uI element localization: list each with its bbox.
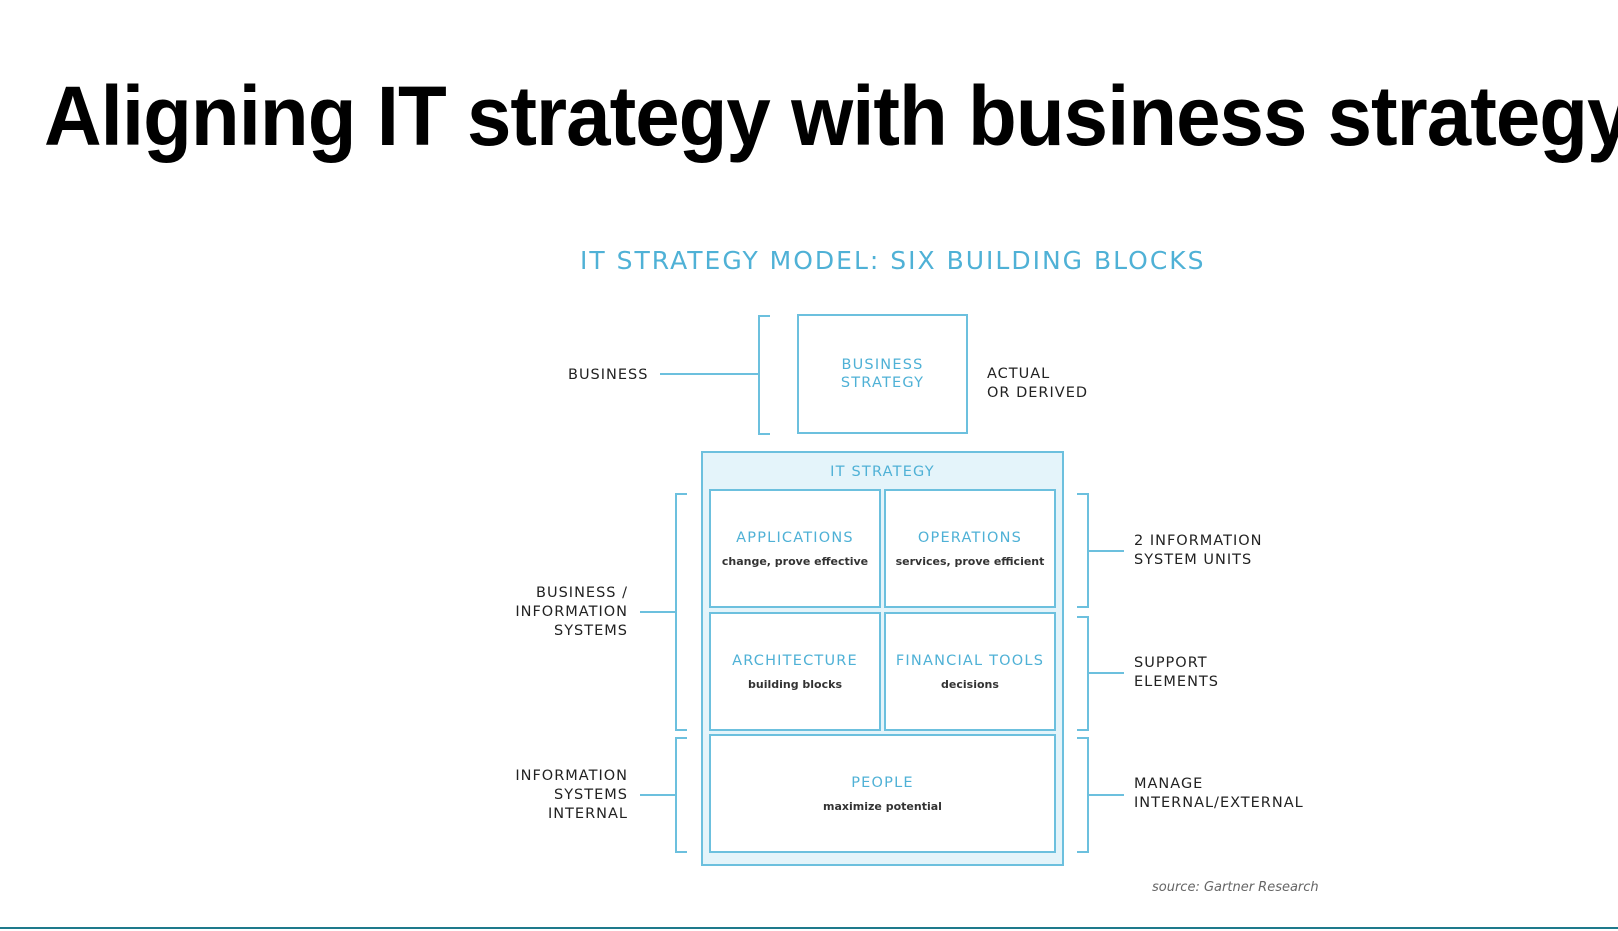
it-strategy-label: IT STRATEGY [830, 464, 935, 480]
label-manage-internal-external: MANAGE INTERNAL/EXTERNAL [1134, 776, 1304, 811]
label-information-systems-internal: INFORMATION SYSTEMS INTERNAL [515, 768, 628, 822]
diagram-heading: IT STRATEGY MODEL: SIX BUILDING BLOCKS [580, 246, 1206, 275]
label-actual-or-derived: ACTUAL OR DERIVED [987, 366, 1089, 401]
operations-title: OPERATIONS [917, 530, 1023, 546]
operations-subtitle: services, prove efficient [895, 555, 1045, 568]
people-subtitle: maximize potential [823, 800, 942, 813]
business-strategy-box: BUSINESS STRATEGY [797, 314, 968, 434]
slide-title: Aligning IT strategy with business strat… [44, 69, 1618, 163]
architecture-title: ARCHITECTURE [732, 653, 858, 669]
operations-block: OPERATIONS services, prove efficient [884, 489, 1056, 608]
label-business-information-systems: BUSINESS / INFORMATION SYSTEMS [515, 585, 628, 639]
architecture-block: ARCHITECTURE building blocks [709, 612, 881, 731]
financial-tools-title: FINANCIAL TOOLS [895, 653, 1045, 669]
label-business: BUSINESS [568, 367, 649, 383]
financial-tools-block: FINANCIAL TOOLS decisions [884, 612, 1056, 731]
people-block: PEOPLE maximize potential [709, 734, 1056, 853]
applications-subtitle: change, prove effective [721, 555, 869, 568]
source-citation: source: Gartner Research [1152, 880, 1319, 895]
applications-title: APPLICATIONS [736, 530, 854, 546]
applications-block: APPLICATIONS change, prove effective [709, 489, 881, 608]
bottom-divider [0, 927, 1618, 929]
label-support-elements: SUPPORT ELEMENTS [1134, 655, 1219, 690]
architecture-subtitle: building blocks [747, 678, 842, 691]
label-information-system-units: 2 INFORMATION SYSTEM UNITS [1134, 533, 1263, 568]
financial-tools-subtitle: decisions [941, 678, 999, 691]
people-title: PEOPLE [851, 775, 914, 791]
business-strategy-title: BUSINESS STRATEGY [840, 357, 925, 391]
